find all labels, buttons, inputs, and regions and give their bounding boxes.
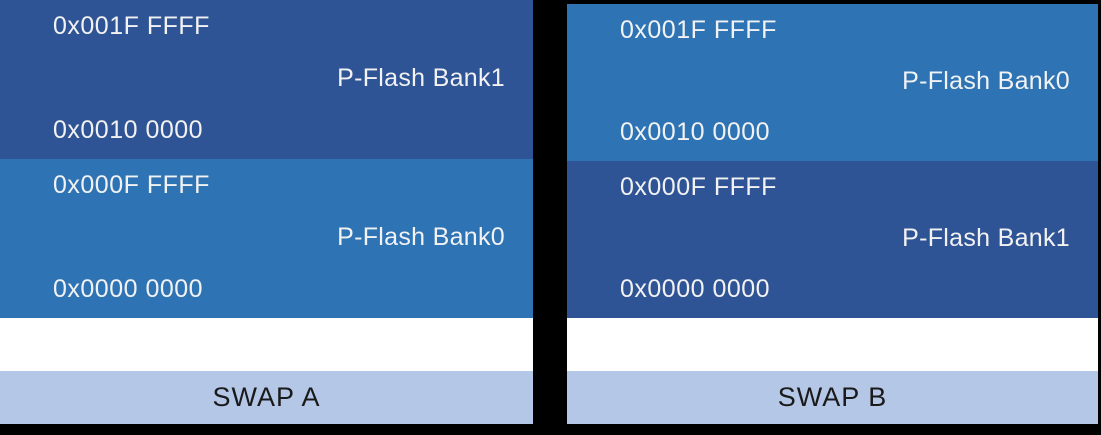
bank-bottom-address: 0x0000 0000: [53, 275, 204, 304]
bank-top-address: 0x001F FFFF: [53, 12, 210, 40]
swap-a-label-bar: SWAP A: [0, 371, 533, 424]
bank-bottom-address: 0x0010 0000: [53, 116, 204, 145]
bank-name-label: P-Flash Bank0: [337, 223, 505, 252]
bank-name-label: P-Flash Bank0: [902, 67, 1070, 96]
spacer-strip: [0, 318, 533, 371]
bank-top-address: 0x001F FFFF: [620, 16, 777, 44]
bank-name-label: P-Flash Bank1: [337, 64, 505, 93]
bank-top-address: 0x000F FFFF: [620, 173, 777, 201]
memory-bank-block: 0x000F FFFF P-Flash Bank0 0x0000 0000: [0, 159, 533, 318]
swap-b-label-bar: SWAP B: [567, 371, 1098, 424]
bank-name-label: P-Flash Bank1: [902, 224, 1070, 253]
swap-b-panel: 0x001F FFFF P-Flash Bank0 0x0010 0000 0x…: [567, 4, 1098, 424]
spacer-strip: [567, 318, 1098, 371]
bank-top-address: 0x000F FFFF: [53, 171, 210, 199]
memory-bank-block: 0x001F FFFF P-Flash Bank0 0x0010 0000: [567, 4, 1098, 161]
memory-bank-block: 0x001F FFFF P-Flash Bank1 0x0010 0000: [0, 0, 533, 159]
bank-bottom-address: 0x0000 0000: [620, 275, 771, 304]
swap-a-panel: 0x001F FFFF P-Flash Bank1 0x0010 0000 0x…: [0, 0, 533, 424]
bank-bottom-address: 0x0010 0000: [620, 118, 771, 147]
memory-bank-block: 0x000F FFFF P-Flash Bank1 0x0000 0000: [567, 161, 1098, 318]
